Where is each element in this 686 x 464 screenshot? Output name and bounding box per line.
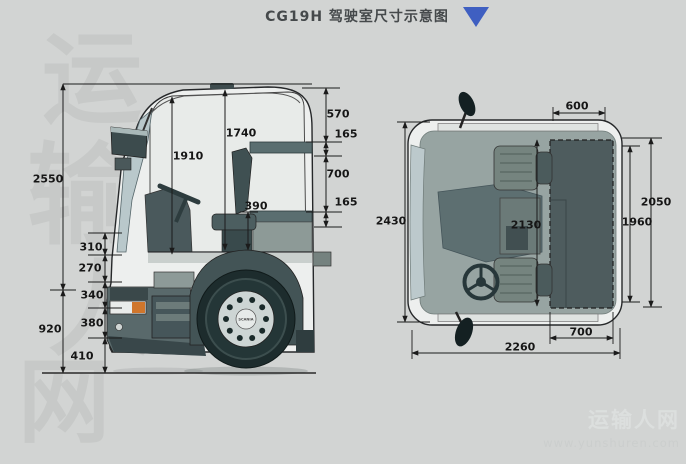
top-mirror-rear: [454, 311, 474, 347]
dim-label-front-interior: 1910: [172, 149, 204, 163]
dim-label-overall-width: 2430: [375, 214, 407, 228]
top-center-console: [499, 197, 541, 255]
dim-label-lower-bunk: 165: [334, 195, 358, 209]
dim-label-floor-height: 920: [38, 322, 62, 336]
side-dashboard: [144, 183, 201, 253]
top-door-sill-left: [437, 123, 599, 132]
dim-label-bunk-width: 600: [565, 99, 589, 113]
side-fog-lamp: [115, 323, 123, 331]
dim-label-rear-depth: 700: [569, 325, 593, 339]
dim-label-cab-overall: 2260: [504, 340, 536, 354]
dim-label-upper-bunk: 165: [334, 127, 358, 141]
dim-label-bunk-spacing: 700: [326, 167, 350, 181]
dim-label-step-310: 310: [79, 240, 103, 254]
side-upper-bunk: [249, 141, 313, 154]
dim-label-bunk-inner: 1960: [621, 215, 653, 229]
side-steering-wheel: [157, 183, 201, 205]
top-steering-wheel: [462, 263, 500, 301]
dim-label-bunk-outer: 2050: [640, 195, 672, 209]
side-mud-flap: [296, 330, 314, 352]
top-door-sill-right: [437, 313, 599, 322]
site-watermark-url: www.yunshuren.com: [543, 436, 680, 450]
side-lower-bunk: [249, 210, 313, 223]
side-entry-steps: [151, 271, 195, 339]
site-watermark: 运输人网 www.yunshuren.com: [543, 404, 680, 450]
dim-label-interior-width: 2130: [510, 218, 542, 232]
wheel-brand-label: SCANIA: [238, 318, 253, 322]
side-roof-hatch: [210, 83, 234, 89]
watermark-char: 运: [42, 21, 142, 138]
side-front-wheel: SCANIA: [196, 269, 296, 369]
page-title: CG19H 驾驶室尺寸示意图: [265, 9, 449, 25]
dim-label-overall-height: 2550: [32, 172, 64, 186]
dim-label-step-380: 380: [80, 316, 104, 330]
top-driver-seat: [493, 257, 553, 303]
dim-label-roof-to-bunk: 570: [326, 107, 350, 121]
dim-label-rear-interior: 1740: [225, 126, 257, 140]
top-view-drawing: [397, 91, 662, 359]
dim-label-step-410: 410: [70, 349, 94, 363]
dim-label-step-340: 340: [80, 288, 104, 302]
dim-label-seat-height: 390: [244, 199, 268, 213]
section-toggle-triangle-icon[interactable]: [463, 7, 489, 27]
side-view-drawing: SCANIA: [42, 83, 342, 376]
side-chassis-stub: [312, 251, 332, 267]
side-rear-backrest: [252, 221, 313, 253]
site-watermark-name: 运输人网: [588, 408, 680, 432]
dim-label-step-270: 270: [78, 261, 102, 275]
top-passenger-seat: [493, 145, 553, 191]
side-mirror: [110, 107, 153, 171]
top-bunk-bed: [549, 139, 614, 309]
top-mirror-front: [458, 91, 476, 129]
top-windshield: [409, 144, 426, 301]
